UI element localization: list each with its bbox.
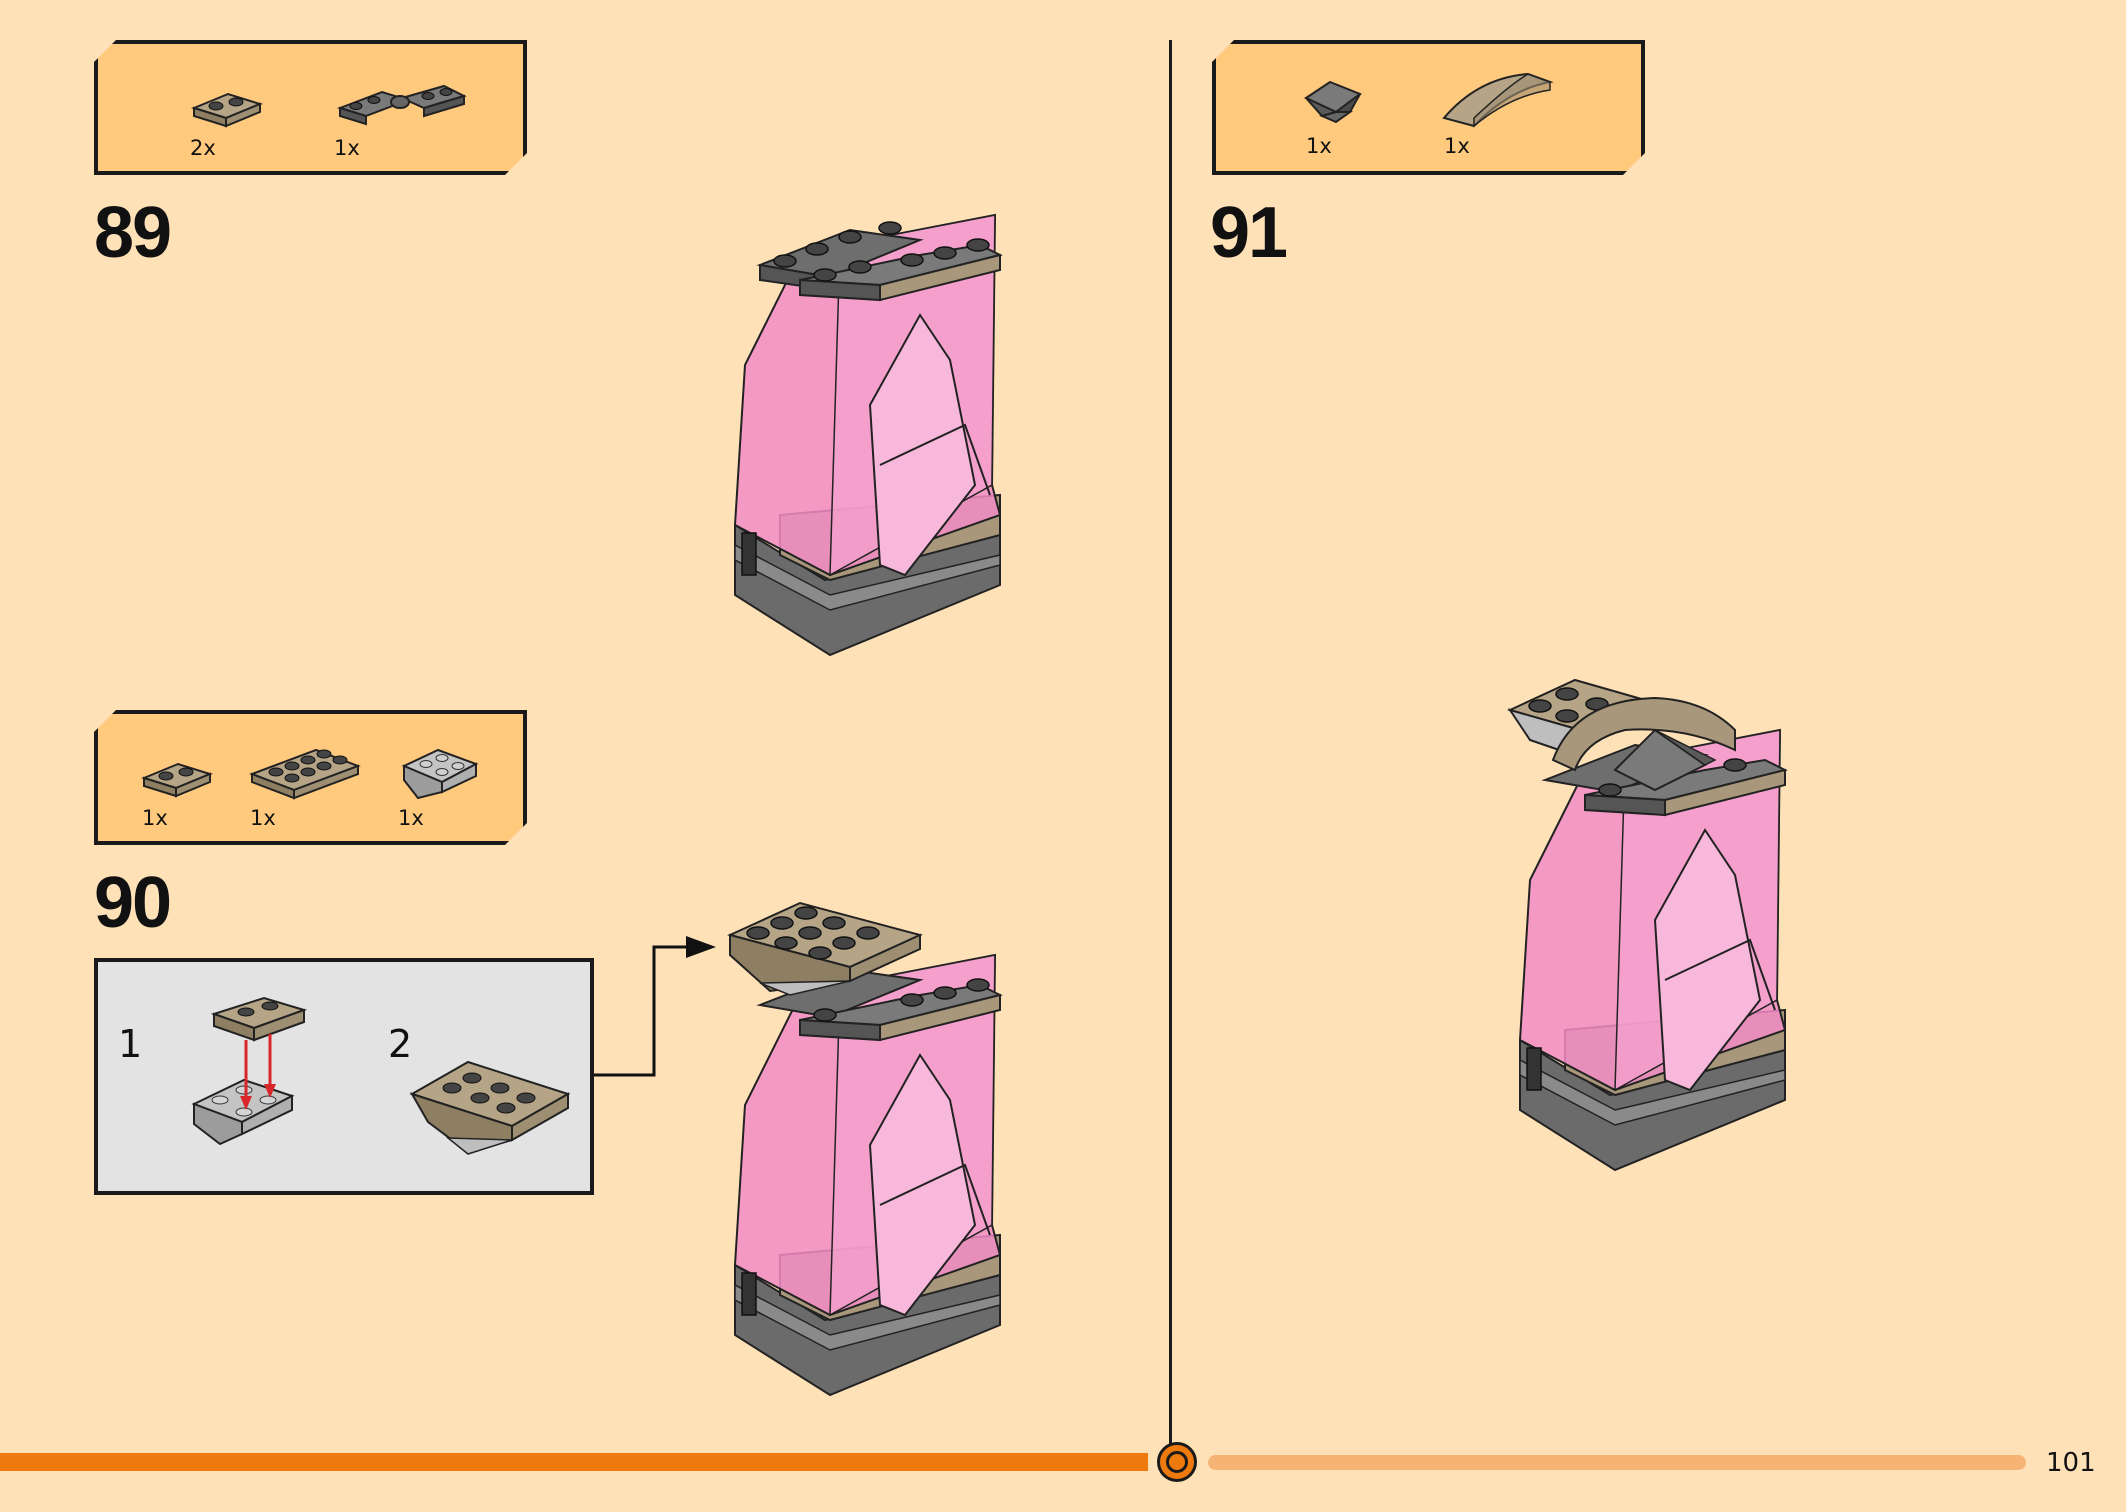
parts-callout-step-91: 1x 1x [1212,40,1645,175]
parts-callout-step-90: 1x 1x 1x [94,710,527,845]
substep-number: 2 [388,1022,413,1066]
part-qty: 1x [398,806,424,830]
inverted-slope-icon [398,736,488,811]
pyramid-tile-icon [1300,72,1370,132]
crystal-model-step-89 [733,213,1003,657]
substep-2-illustration [409,1060,571,1155]
step-number: 91 [1210,193,1288,273]
part-qty: 1x [334,136,360,160]
part-qty: 1x [250,806,276,830]
tan-plate-2x4-icon [246,736,366,806]
substep-panel: 1 2 [94,958,594,1195]
substep-number: 1 [118,1022,143,1066]
footer-center-marker [1157,1442,1197,1482]
curved-slope-icon [1438,64,1558,134]
part-qty: 1x [1444,134,1470,158]
hinge-plate-icon [332,74,472,134]
tan-plate-1x2-icon [138,752,218,802]
substep-1-illustration [191,996,308,1146]
part-qty: 1x [142,806,168,830]
page-number: 101 [2046,1448,2096,1478]
footer-bar-left [0,1453,1148,1471]
step-number: 89 [94,193,172,273]
part-qty: 2x [190,136,216,160]
part-qty: 1x [1306,134,1332,158]
crystal-model-step-90 [727,901,1003,1397]
parts-callout-step-89: 2x 1x [94,40,527,175]
footer-bar-right [1208,1455,2026,1470]
page-divider [1169,40,1172,1460]
tan-plate-1x2-icon [188,82,268,132]
placement-arrow [594,936,716,1077]
step-number: 90 [94,863,172,943]
crystal-model-step-91 [1507,678,1788,1172]
